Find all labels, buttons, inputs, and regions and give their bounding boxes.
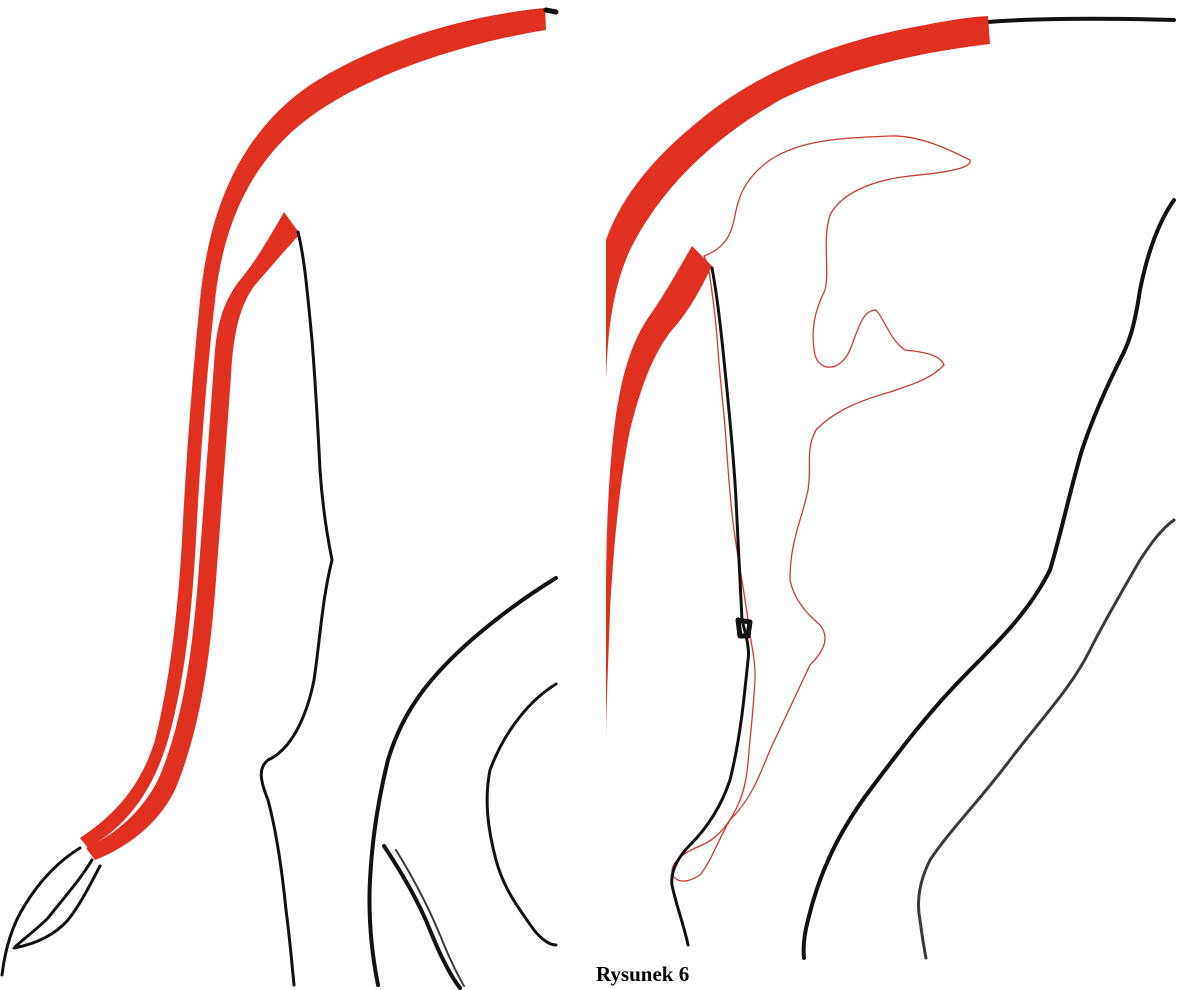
- right-red-outline-region: [672, 136, 970, 881]
- figure-caption: Rysunek 6: [596, 962, 689, 987]
- left-ink-top-tick: [546, 10, 556, 12]
- left-drawing: [0, 0, 560, 990]
- right-ink-line-top-extension: [988, 19, 1174, 22]
- right-drawing: [600, 0, 1178, 960]
- left-ink-line-bottom-double: [396, 850, 464, 986]
- left-drawing-panel: [0, 0, 560, 990]
- right-ink-line-long-diagonal: [804, 200, 1174, 958]
- left-red-band-outer: [80, 8, 546, 848]
- left-ink-line-cell-wall: [261, 232, 332, 985]
- left-ink-line-bottom-diagonal: [384, 846, 460, 988]
- right-ink-line-lower-diagonal: [918, 520, 1174, 958]
- left-ink-line-bottom-left: [2, 848, 80, 975]
- right-ink-line-cell-wall: [672, 268, 749, 945]
- right-drawing-panel: [600, 0, 1178, 960]
- right-red-band-inner: [606, 246, 712, 750]
- left-ink-line-right-curve: [487, 684, 556, 945]
